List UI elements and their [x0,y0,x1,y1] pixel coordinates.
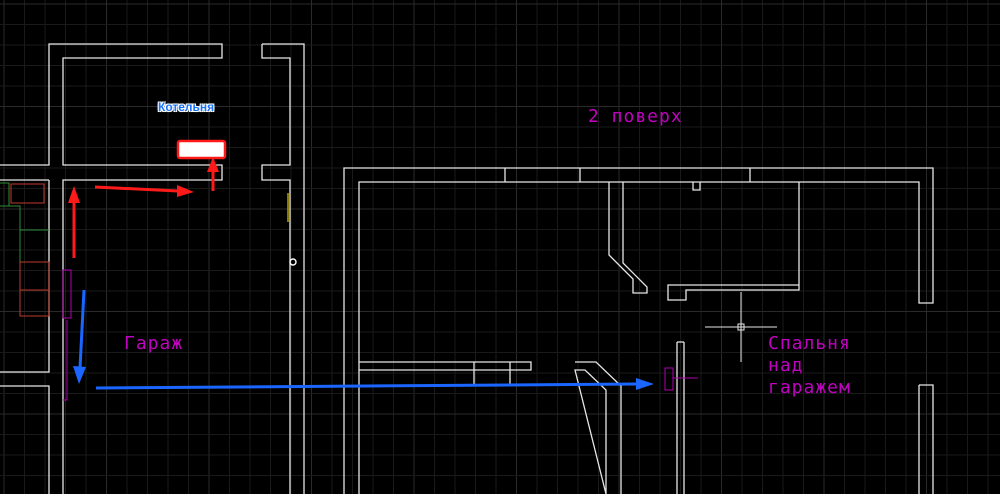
crosshair-icon [705,292,777,362]
door-symbols [62,269,698,401]
bedroom-label-line1: Спальня [768,333,851,354]
boiler-icon[interactable] [176,139,227,160]
red-arrows [68,157,219,258]
bedroom-label-line3: гаражем [768,377,851,398]
stairs [0,182,49,262]
blue-arrows [73,289,654,390]
bedroom-label: Спальня над гаражем [768,333,851,399]
walls-left [0,43,305,494]
cabinet [10,183,50,317]
cursor-icon [289,258,297,266]
garage-label: Гараж [124,333,184,354]
walls-floor2 [343,167,934,494]
floor-label: 2 поверх [588,106,683,127]
bedroom-label-line2: над [768,355,804,376]
boiler-room-label: Котельня [158,100,215,114]
